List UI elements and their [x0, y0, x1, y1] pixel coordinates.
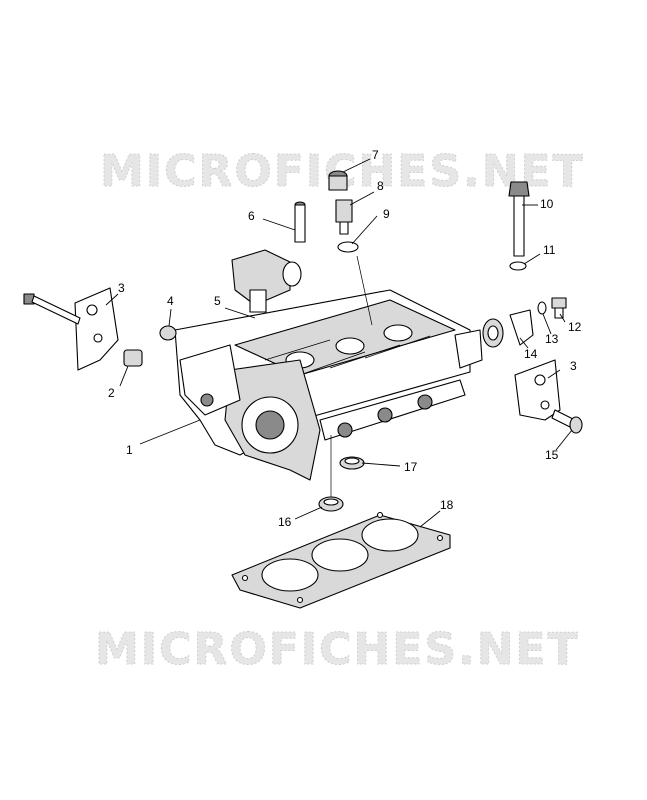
small-washer [537, 301, 547, 315]
head-gasket [231, 511, 451, 609]
cylinder-head [174, 289, 483, 481]
callout-15: 15 [545, 448, 559, 462]
washer [509, 261, 527, 271]
callout-10: 10 [540, 197, 554, 211]
bracket-left [74, 287, 119, 371]
callout-7: 7 [372, 148, 379, 162]
callout-18: 18 [440, 498, 454, 512]
bolt-15 [551, 409, 583, 434]
bracket-right [514, 359, 561, 421]
dowel [123, 349, 143, 367]
callout-labels: 1 2 3 3 4 5 6 7 8 9 10 11 12 13 14 15 16… [108, 148, 582, 529]
o-ring [337, 241, 359, 253]
callout-11: 11 [543, 243, 556, 257]
callout-3-left: 3 [118, 281, 125, 295]
callout-14: 14 [524, 347, 538, 361]
head-bolt [508, 181, 530, 257]
bolt-12 [551, 297, 567, 319]
callout-2: 2 [108, 386, 115, 400]
callout-17: 17 [404, 460, 418, 474]
sensor [335, 199, 353, 235]
seal-17 [339, 456, 365, 470]
leader-lines [105, 158, 573, 528]
callout-8: 8 [377, 179, 384, 193]
callout-9: 9 [383, 207, 390, 221]
callout-16: 16 [278, 515, 292, 529]
callout-12: 12 [568, 320, 582, 334]
cap [328, 170, 348, 191]
callout-1: 1 [126, 443, 133, 457]
callout-13: 13 [545, 332, 559, 346]
solenoid [231, 249, 302, 313]
callout-5: 5 [214, 294, 221, 308]
bracket-bolt [23, 293, 81, 325]
callout-3-right: 3 [570, 359, 577, 373]
plug [159, 325, 177, 341]
callout-6: 6 [248, 209, 255, 223]
callout-4: 4 [167, 294, 174, 308]
rear-seal [482, 318, 504, 348]
watermark-bottom: MICROFICHES.NET [95, 624, 580, 675]
pin [294, 201, 306, 243]
seal-16 [318, 496, 344, 512]
clip [509, 309, 534, 346]
